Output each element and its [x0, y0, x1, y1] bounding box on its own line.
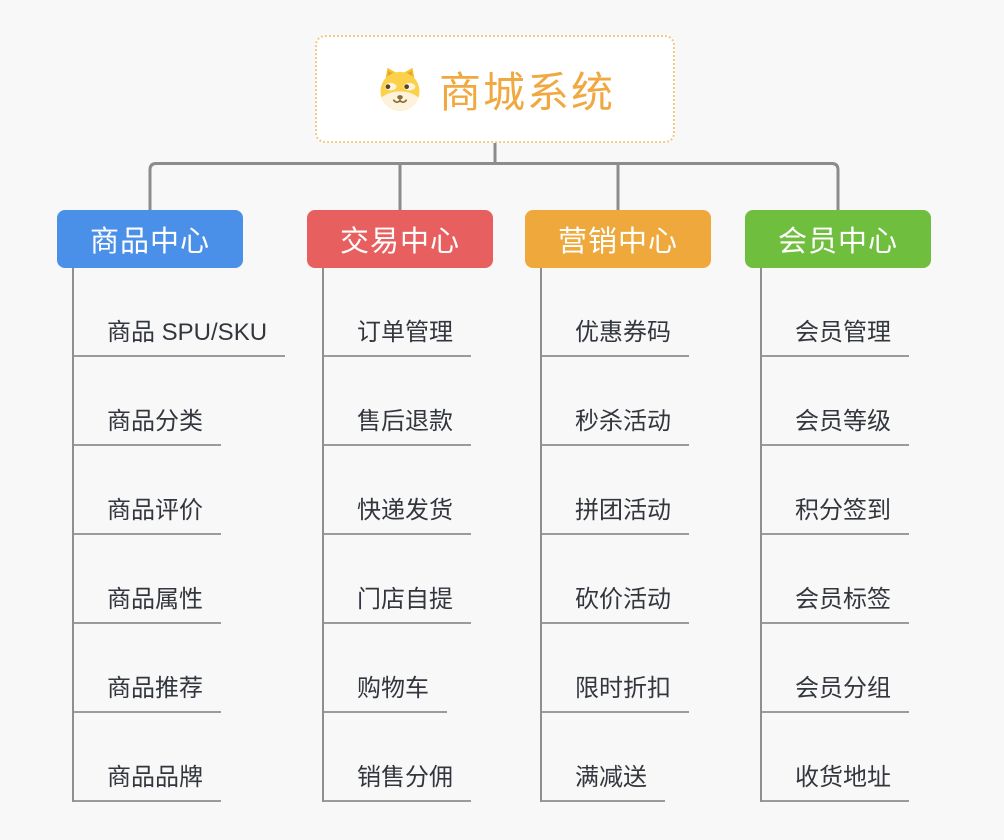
branch-node-member-center[interactable]: 会员中心: [745, 210, 931, 268]
child-node[interactable]: 会员等级: [762, 357, 909, 446]
child-node[interactable]: 优惠券码: [542, 268, 689, 357]
child-node[interactable]: 购物车: [324, 624, 447, 713]
child-node[interactable]: 商品推荐: [74, 624, 221, 713]
child-node[interactable]: 商品属性: [74, 535, 221, 624]
branch-node-trade-center[interactable]: 交易中心: [307, 210, 493, 268]
child-node[interactable]: 秒杀活动: [542, 357, 689, 446]
child-node[interactable]: 门店自提: [324, 535, 471, 624]
branch-children-trade: 订单管理 售后退款 快递发货 门店自提 购物车 销售分佣: [322, 268, 493, 802]
child-node[interactable]: 订单管理: [324, 268, 471, 357]
root-title: 商城系统: [438, 68, 615, 116]
doge-face-icon: [375, 64, 425, 114]
child-node[interactable]: 商品分类: [74, 357, 221, 446]
branch-children-product: 商品 SPU/SKU 商品分类 商品评价 商品属性 商品推荐 商品品牌: [72, 268, 286, 802]
branch-children-marketing: 优惠券码 秒杀活动 拼团活动 砍价活动 限时折扣 满减送: [540, 268, 711, 802]
child-node[interactable]: 积分签到: [762, 446, 909, 535]
child-node[interactable]: 会员管理: [762, 268, 909, 357]
child-node[interactable]: 快递发货: [324, 446, 471, 535]
child-node[interactable]: 收货地址: [762, 713, 909, 802]
child-node[interactable]: 会员标签: [762, 535, 909, 624]
branch-node-marketing-center[interactable]: 营销中心: [525, 210, 711, 268]
child-node[interactable]: 售后退款: [324, 357, 471, 446]
child-node[interactable]: 会员分组: [762, 624, 909, 713]
child-node[interactable]: 销售分佣: [324, 713, 471, 802]
bus-connector: [148, 162, 840, 210]
branch-node-product-center[interactable]: 商品中心: [57, 210, 243, 268]
child-node[interactable]: 商品评价: [74, 446, 221, 535]
branch-column-product: 商品中心 商品 SPU/SKU 商品分类 商品评价 商品属性 商品推荐 商品品牌: [57, 210, 286, 802]
child-node[interactable]: 商品 SPU/SKU: [74, 268, 286, 357]
child-node[interactable]: 砍价活动: [542, 535, 689, 624]
branch-column-marketing: 营销中心 优惠券码 秒杀活动 拼团活动 砍价活动 限时折扣 满减送: [525, 210, 711, 802]
child-node[interactable]: 满减送: [542, 713, 665, 802]
branch-column-member: 会员中心 会员管理 会员等级 积分签到 会员标签 会员分组 收货地址: [745, 210, 931, 802]
branch-children-member: 会员管理 会员等级 积分签到 会员标签 会员分组 收货地址: [760, 268, 931, 802]
branch-column-trade: 交易中心 订单管理 售后退款 快递发货 门店自提 购物车 销售分佣: [307, 210, 493, 802]
child-node[interactable]: 商品品牌: [74, 713, 221, 802]
child-node[interactable]: 限时折扣: [542, 624, 689, 713]
root-node[interactable]: 商城系统: [315, 35, 675, 143]
child-node[interactable]: 拼团活动: [542, 446, 689, 535]
